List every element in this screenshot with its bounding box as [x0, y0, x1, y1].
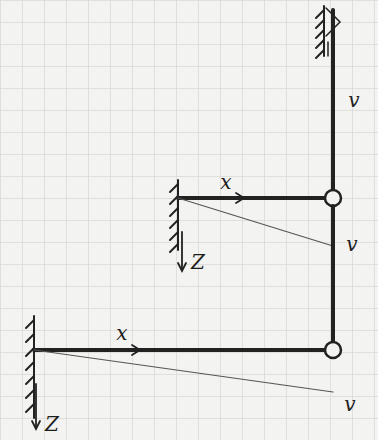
- deflection-symbol: v: [348, 90, 359, 110]
- z-axis-arrowhead: [178, 263, 186, 271]
- lower-beam: [34, 348, 325, 352]
- z-axis-arrowhead: [32, 421, 40, 429]
- vertical-rod: [331, 10, 335, 342]
- upper-wall: [170, 180, 178, 252]
- axis-label: Z: [191, 252, 205, 272]
- axis-label: x: [116, 323, 127, 343]
- vertical-rod: [331, 206, 335, 342]
- hinge: [325, 190, 341, 206]
- deflection-symbol: v: [346, 234, 357, 254]
- z-axis-arrow: [35, 384, 37, 428]
- lower-wall: [26, 316, 34, 418]
- x-axis-arrow: [132, 345, 140, 355]
- axis-label: x: [220, 172, 231, 192]
- top-support: [316, 6, 340, 58]
- deflection-symbol: v: [344, 394, 355, 414]
- z-axis-arrow: [181, 232, 183, 270]
- axis-label: Z: [45, 414, 59, 434]
- deflection-line: [34, 350, 333, 392]
- upper-beam: [178, 196, 325, 200]
- structure: [26, 6, 341, 429]
- x-axis-arrow: [236, 193, 244, 203]
- hinge: [325, 342, 341, 358]
- deflection-line: [178, 198, 333, 246]
